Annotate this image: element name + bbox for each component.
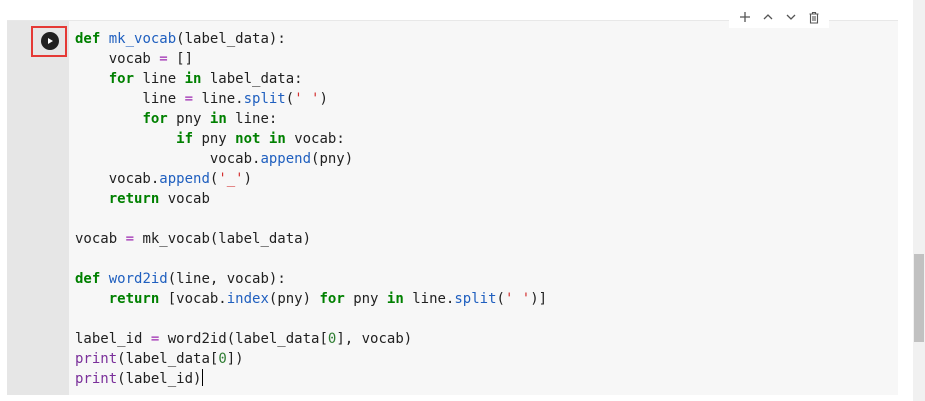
- code-line: label_id = word2id(label_data[0], vocab): [75, 331, 413, 347]
- code-line: vocab = mk_vocab(label_data): [75, 231, 312, 247]
- code-line: vocab = []: [75, 51, 194, 67]
- code-line: for line in label_data:: [108, 71, 303, 87]
- chevron-down-icon[interactable]: [782, 8, 800, 26]
- plus-icon[interactable]: [736, 8, 754, 26]
- scrollbar-thumb[interactable]: [914, 254, 924, 342]
- run-button-highlight: [31, 26, 67, 57]
- code-line: return vocab: [108, 191, 210, 207]
- code-line: return [vocab.index(pny) for pny in line…: [108, 291, 548, 307]
- code-line: vocab.append(pny): [75, 151, 354, 167]
- code-line: [75, 249, 898, 269]
- cell-gutter: [7, 21, 69, 395]
- code-line: vocab.append('_'): [75, 171, 253, 187]
- code-line: line = line.split(' '): [75, 91, 328, 107]
- code-cell[interactable]: def mk_vocab(label_data): vocab = [] for…: [7, 20, 898, 395]
- trash-icon[interactable]: [805, 8, 823, 26]
- run-cell-button[interactable]: [41, 32, 59, 50]
- code-line: def mk_vocab(label_data):: [75, 31, 286, 47]
- code-line: for pny in line:: [142, 111, 278, 127]
- cell-toolbar: [729, 6, 829, 28]
- chevron-up-icon[interactable]: [759, 8, 777, 26]
- code-line: if pny not in vocab:: [176, 131, 345, 147]
- code-line: def word2id(line, vocab):: [75, 271, 286, 287]
- code-line: [75, 309, 898, 329]
- play-icon: [48, 38, 53, 44]
- text-caret: [202, 369, 204, 386]
- code-editor[interactable]: def mk_vocab(label_data): vocab = [] for…: [75, 29, 898, 389]
- code-line: print(label_data[0]): [75, 351, 244, 367]
- code-line: print(label_id): [75, 369, 204, 387]
- code-line: [75, 209, 898, 229]
- page-scrollbar[interactable]: [913, 0, 925, 401]
